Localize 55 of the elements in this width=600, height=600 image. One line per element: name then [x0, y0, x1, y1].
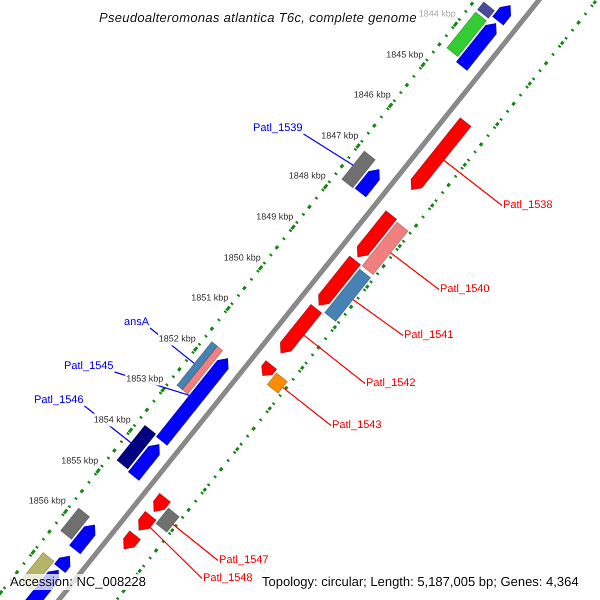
- gene-label: Patl_1541: [404, 329, 454, 342]
- gene-feature: [341, 150, 376, 188]
- tick-label: 1855 kbp: [60, 454, 100, 468]
- gene-feature: [492, 4, 512, 26]
- leader-line: [390, 252, 440, 290]
- gene-feature: [410, 117, 472, 190]
- gene-label: Patl_1539: [253, 122, 303, 135]
- gene-feature: [153, 492, 172, 512]
- genome-info-text: Topology: circular; Length: 5,187,005 bp; Genes: 4,364: [262, 574, 579, 590]
- gene-label: Patl_1543: [332, 419, 382, 432]
- tick-label: 1850 kbp: [222, 251, 262, 264]
- tick-label: 1856 kbp: [28, 494, 67, 508]
- leader-line: [303, 134, 354, 166]
- leader-line: [282, 386, 332, 426]
- tick-label: 1852 kbp: [158, 332, 197, 346]
- gene-feature: [280, 304, 322, 354]
- gene-feature: [318, 255, 362, 306]
- gene-feature: [266, 372, 288, 394]
- gene-label: Patl_1542: [366, 377, 416, 390]
- gene-feature: [138, 510, 157, 531]
- leader-line: [352, 299, 404, 336]
- tick-label: 1853 kbp: [125, 372, 164, 386]
- gene-feature: [155, 507, 180, 533]
- gene-feature: [182, 345, 224, 395]
- gene-label: Patl_1540: [440, 283, 490, 296]
- tick-label: 1845 kbp: [385, 48, 424, 62]
- tick-label: 1851 kbp: [190, 292, 230, 305]
- gene-label: Patl_1538: [503, 199, 553, 212]
- gene-feature: [123, 530, 142, 550]
- leader-line: [172, 524, 218, 561]
- gene-label: ansA: [124, 316, 150, 329]
- gene-feature: [128, 444, 160, 482]
- leader-line: [304, 334, 366, 384]
- gene-feature: [456, 22, 497, 72]
- gene-feature: [116, 424, 156, 470]
- tick-label: 1849 kbp: [255, 210, 294, 224]
- gene-feature: [476, 1, 496, 19]
- tick-label: 1847 kbp: [320, 129, 360, 142]
- gene-feature: [60, 507, 90, 540]
- gene-feature: [354, 168, 380, 198]
- gene-label: Patl_1546: [34, 394, 84, 407]
- leader-line: [150, 526, 202, 579]
- gene-feature: [356, 210, 398, 258]
- gene-label: Patl_1548: [203, 572, 253, 585]
- gene-feature: [324, 268, 372, 322]
- gene-feature: [362, 222, 409, 276]
- gene-feature: [68, 524, 96, 555]
- gene-feature: [261, 360, 278, 376]
- tick-label: 1846 kbp: [352, 88, 392, 102]
- tick-label: 1848 kbp: [288, 170, 327, 183]
- gene-label: Patl_1545: [64, 360, 114, 373]
- tick-label: 1854 kbp: [92, 414, 132, 427]
- leader-line: [444, 160, 502, 206]
- tick-label: 1844 kbp: [418, 7, 457, 20]
- gene-label: Patl_1547: [219, 554, 269, 567]
